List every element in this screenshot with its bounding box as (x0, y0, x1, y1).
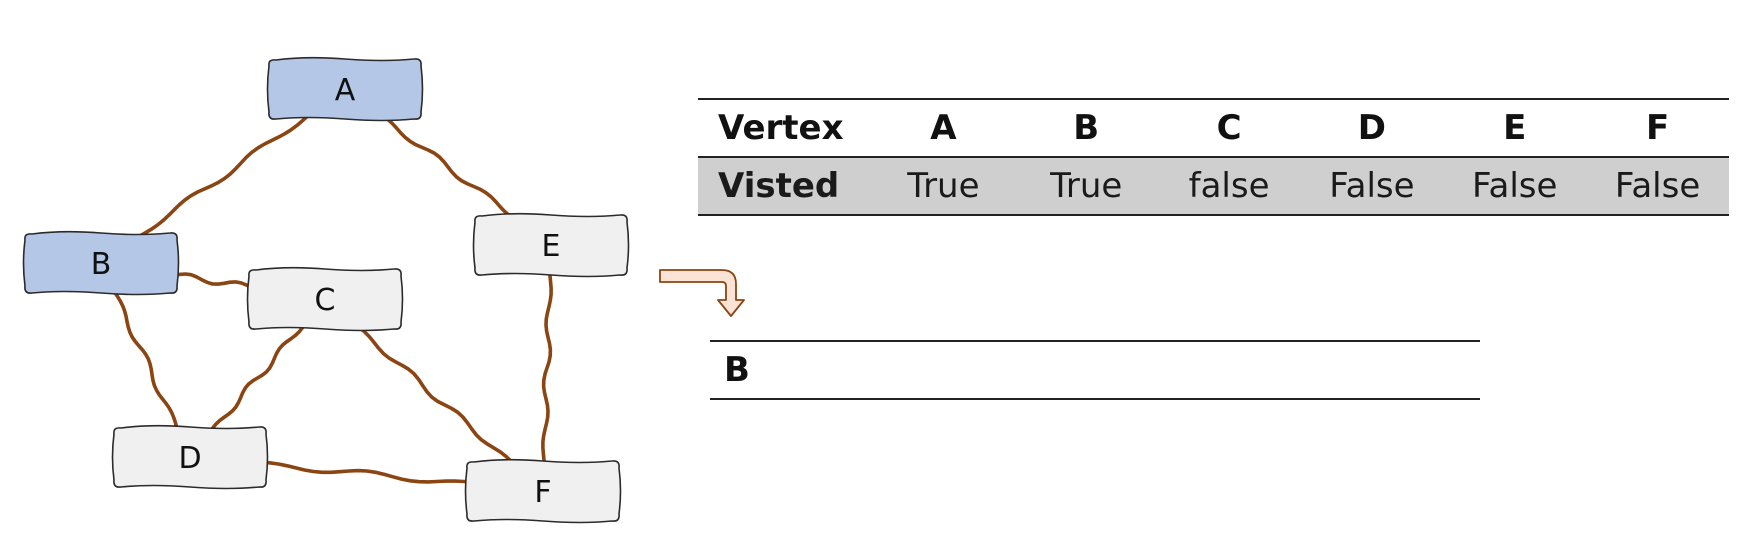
graph-diagram: A B C D E F (22, 56, 630, 524)
visited-table-row: Visted True True false False False False (698, 157, 1729, 215)
node-d: D (111, 424, 269, 490)
node-e: E (472, 212, 630, 278)
node-c-box (246, 266, 404, 332)
queue: B (710, 340, 1480, 400)
node-a: A (266, 56, 424, 122)
node-c-label: C (315, 283, 336, 318)
vertex-col-c: C (1216, 108, 1242, 148)
node-e-box (472, 212, 630, 278)
node-b-box (22, 230, 180, 296)
vertex-col-f: F (1645, 108, 1670, 148)
edge-e-f (541, 243, 553, 493)
node-f-box (464, 458, 622, 524)
node-a-label: A (335, 73, 356, 108)
queue-item: B (724, 350, 750, 390)
vertex-col-e: E (1503, 108, 1527, 148)
visited-value-f: False (1614, 166, 1701, 206)
node-c: C (246, 266, 404, 332)
vertex-col-d: D (1357, 108, 1387, 148)
visited-table-header-row: Vertex A B C D E F (698, 99, 1729, 157)
node-f: F (464, 458, 622, 524)
visited-table: Vertex A B C D E F Visted True True fals… (698, 98, 1729, 216)
node-a-box (266, 56, 424, 122)
node-b: B (22, 230, 180, 296)
visited-value-a: True (907, 166, 980, 206)
visited-value-d: False (1329, 166, 1415, 206)
bent-arrow-icon (659, 269, 745, 317)
node-f-label: F (534, 475, 551, 510)
vertex-col-a: A (930, 108, 957, 148)
node-d-box (111, 424, 269, 490)
visited-value-b: True (1050, 166, 1123, 206)
visited-row-label: Visted (718, 166, 840, 206)
vertex-col-b: B (1073, 108, 1100, 148)
node-b-label: B (91, 247, 112, 282)
node-d-label: D (178, 441, 201, 476)
visited-value-c: false (1188, 166, 1270, 206)
vertex-header: Vertex (718, 108, 844, 148)
node-e-label: E (542, 229, 561, 264)
edge-b-d (99, 261, 192, 459)
graph-nodes: A B C D E F (22, 56, 630, 524)
visited-value-e: False (1472, 166, 1558, 206)
